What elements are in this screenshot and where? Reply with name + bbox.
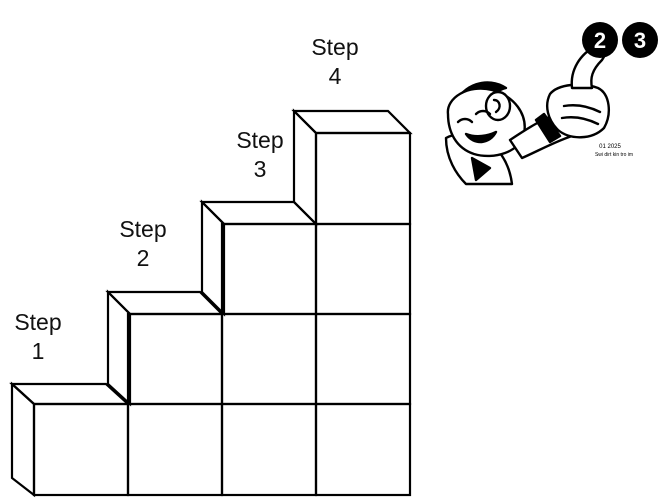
block-column-1 xyxy=(12,384,128,495)
step-word: Step xyxy=(215,126,305,155)
block-front-face xyxy=(222,404,316,495)
step-2-label: Step 2 xyxy=(98,215,188,273)
badge-3: 3 xyxy=(622,22,658,58)
step-1-label: Step 1 xyxy=(0,308,83,366)
badge-2: 2 xyxy=(582,22,618,58)
mascot-caption-line-2: Swi dirt kin tro im xyxy=(595,152,633,158)
block-side-face xyxy=(12,384,34,495)
step-3-label: Step 3 xyxy=(215,126,305,184)
step-number: 3 xyxy=(215,155,305,184)
step-number: 1 xyxy=(0,337,83,366)
block-front-face xyxy=(128,314,222,404)
block-side-face xyxy=(108,292,130,404)
block-column-4 xyxy=(294,111,410,495)
block-front-face xyxy=(128,404,222,495)
mascot-ear xyxy=(486,92,510,120)
step-word: Step xyxy=(0,308,83,337)
badge-number: 2 xyxy=(594,28,606,53)
step-word: Step xyxy=(290,33,380,62)
block-front-face xyxy=(222,224,316,314)
mascot-caption-line-1: 01 2025 xyxy=(599,144,621,150)
step-number: 2 xyxy=(98,244,188,273)
block-front-face xyxy=(316,224,410,314)
thumbs-up-mascot-illustration: 2 3 01 2025 Swi dirt kin tro im xyxy=(432,18,660,193)
badge-number: 3 xyxy=(634,28,646,53)
block-front-face xyxy=(316,314,410,404)
block-front-face xyxy=(316,133,410,224)
block-front-face xyxy=(222,314,316,404)
block-front-face xyxy=(34,404,128,495)
step-number: 4 xyxy=(290,62,380,91)
block-column-2 xyxy=(108,292,222,495)
block-column-3 xyxy=(202,202,316,495)
block-top-face xyxy=(202,202,316,224)
step-word: Step xyxy=(98,215,188,244)
block-front-face xyxy=(316,404,410,495)
step-4-label: Step 4 xyxy=(290,33,380,91)
